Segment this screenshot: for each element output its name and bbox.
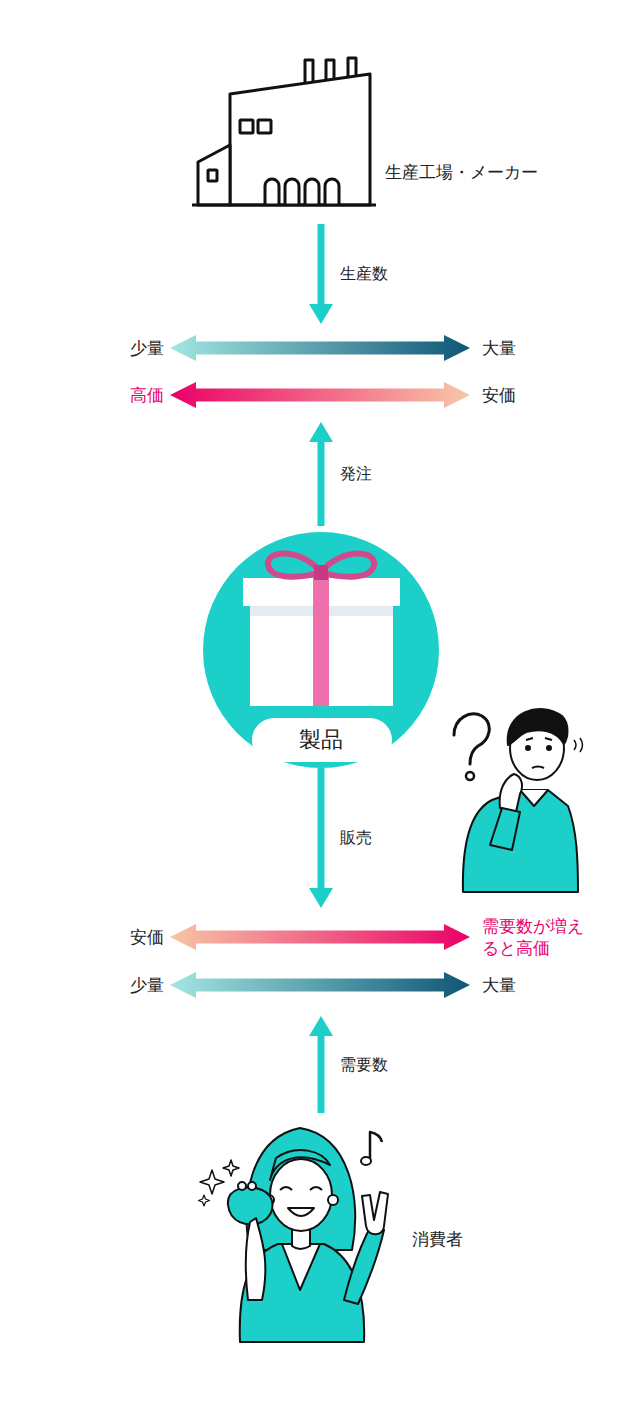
arrow-shaft <box>318 224 325 306</box>
scale-label: 大量 <box>482 974 516 996</box>
arrow-shaft <box>318 768 325 890</box>
demand-scale: 安価需要数が増えると高価少量大量 <box>110 912 550 1012</box>
arrow-head <box>309 888 333 908</box>
gift-box <box>243 554 400 707</box>
edge-label: 販売 <box>337 827 375 849</box>
node-label: 生産工場・メーカー <box>385 161 538 183</box>
scale-label: 高価 <box>130 384 164 406</box>
scale-label: 安価 <box>482 384 516 406</box>
scale-label: 少量 <box>130 974 164 996</box>
arrow-head <box>309 304 333 324</box>
consumer-woman <box>199 1128 389 1342</box>
price-scale: 少量 大量高価 安価 <box>110 328 550 418</box>
thinking-man <box>454 709 583 892</box>
double-arrow <box>170 335 470 361</box>
factory-icon <box>192 58 376 205</box>
flow-arrow <box>309 768 333 908</box>
double-arrow <box>170 382 470 408</box>
scale-label: 需要数が増えると高価 <box>482 915 589 959</box>
scale-label: 安価 <box>130 926 164 948</box>
flow-arrow <box>309 1016 333 1113</box>
flow-arrow <box>309 224 333 324</box>
scale-label: 大量 <box>482 337 516 359</box>
consumer-node: 消費者 <box>190 1125 520 1350</box>
node-label: 製品 <box>299 726 343 754</box>
scale-label: 少量 <box>130 337 164 359</box>
arrow-head <box>309 1016 333 1036</box>
double-arrow <box>170 972 470 998</box>
product-circle: 製品 <box>203 532 439 768</box>
factory-node: 生産工場・メーカー <box>190 25 590 210</box>
edge-label: 生産数 <box>337 263 391 285</box>
arrow-head <box>309 422 333 442</box>
node-label: 消費者 <box>412 1228 463 1250</box>
label-pill <box>252 718 392 762</box>
double-arrow <box>170 924 470 950</box>
circle-outline <box>203 532 439 768</box>
flow-arrow <box>309 422 333 526</box>
edge-label: 発注 <box>337 463 375 485</box>
edge-label: 需要数 <box>337 1054 391 1076</box>
arrow-shaft <box>318 440 325 526</box>
arrow-shaft <box>318 1034 325 1113</box>
